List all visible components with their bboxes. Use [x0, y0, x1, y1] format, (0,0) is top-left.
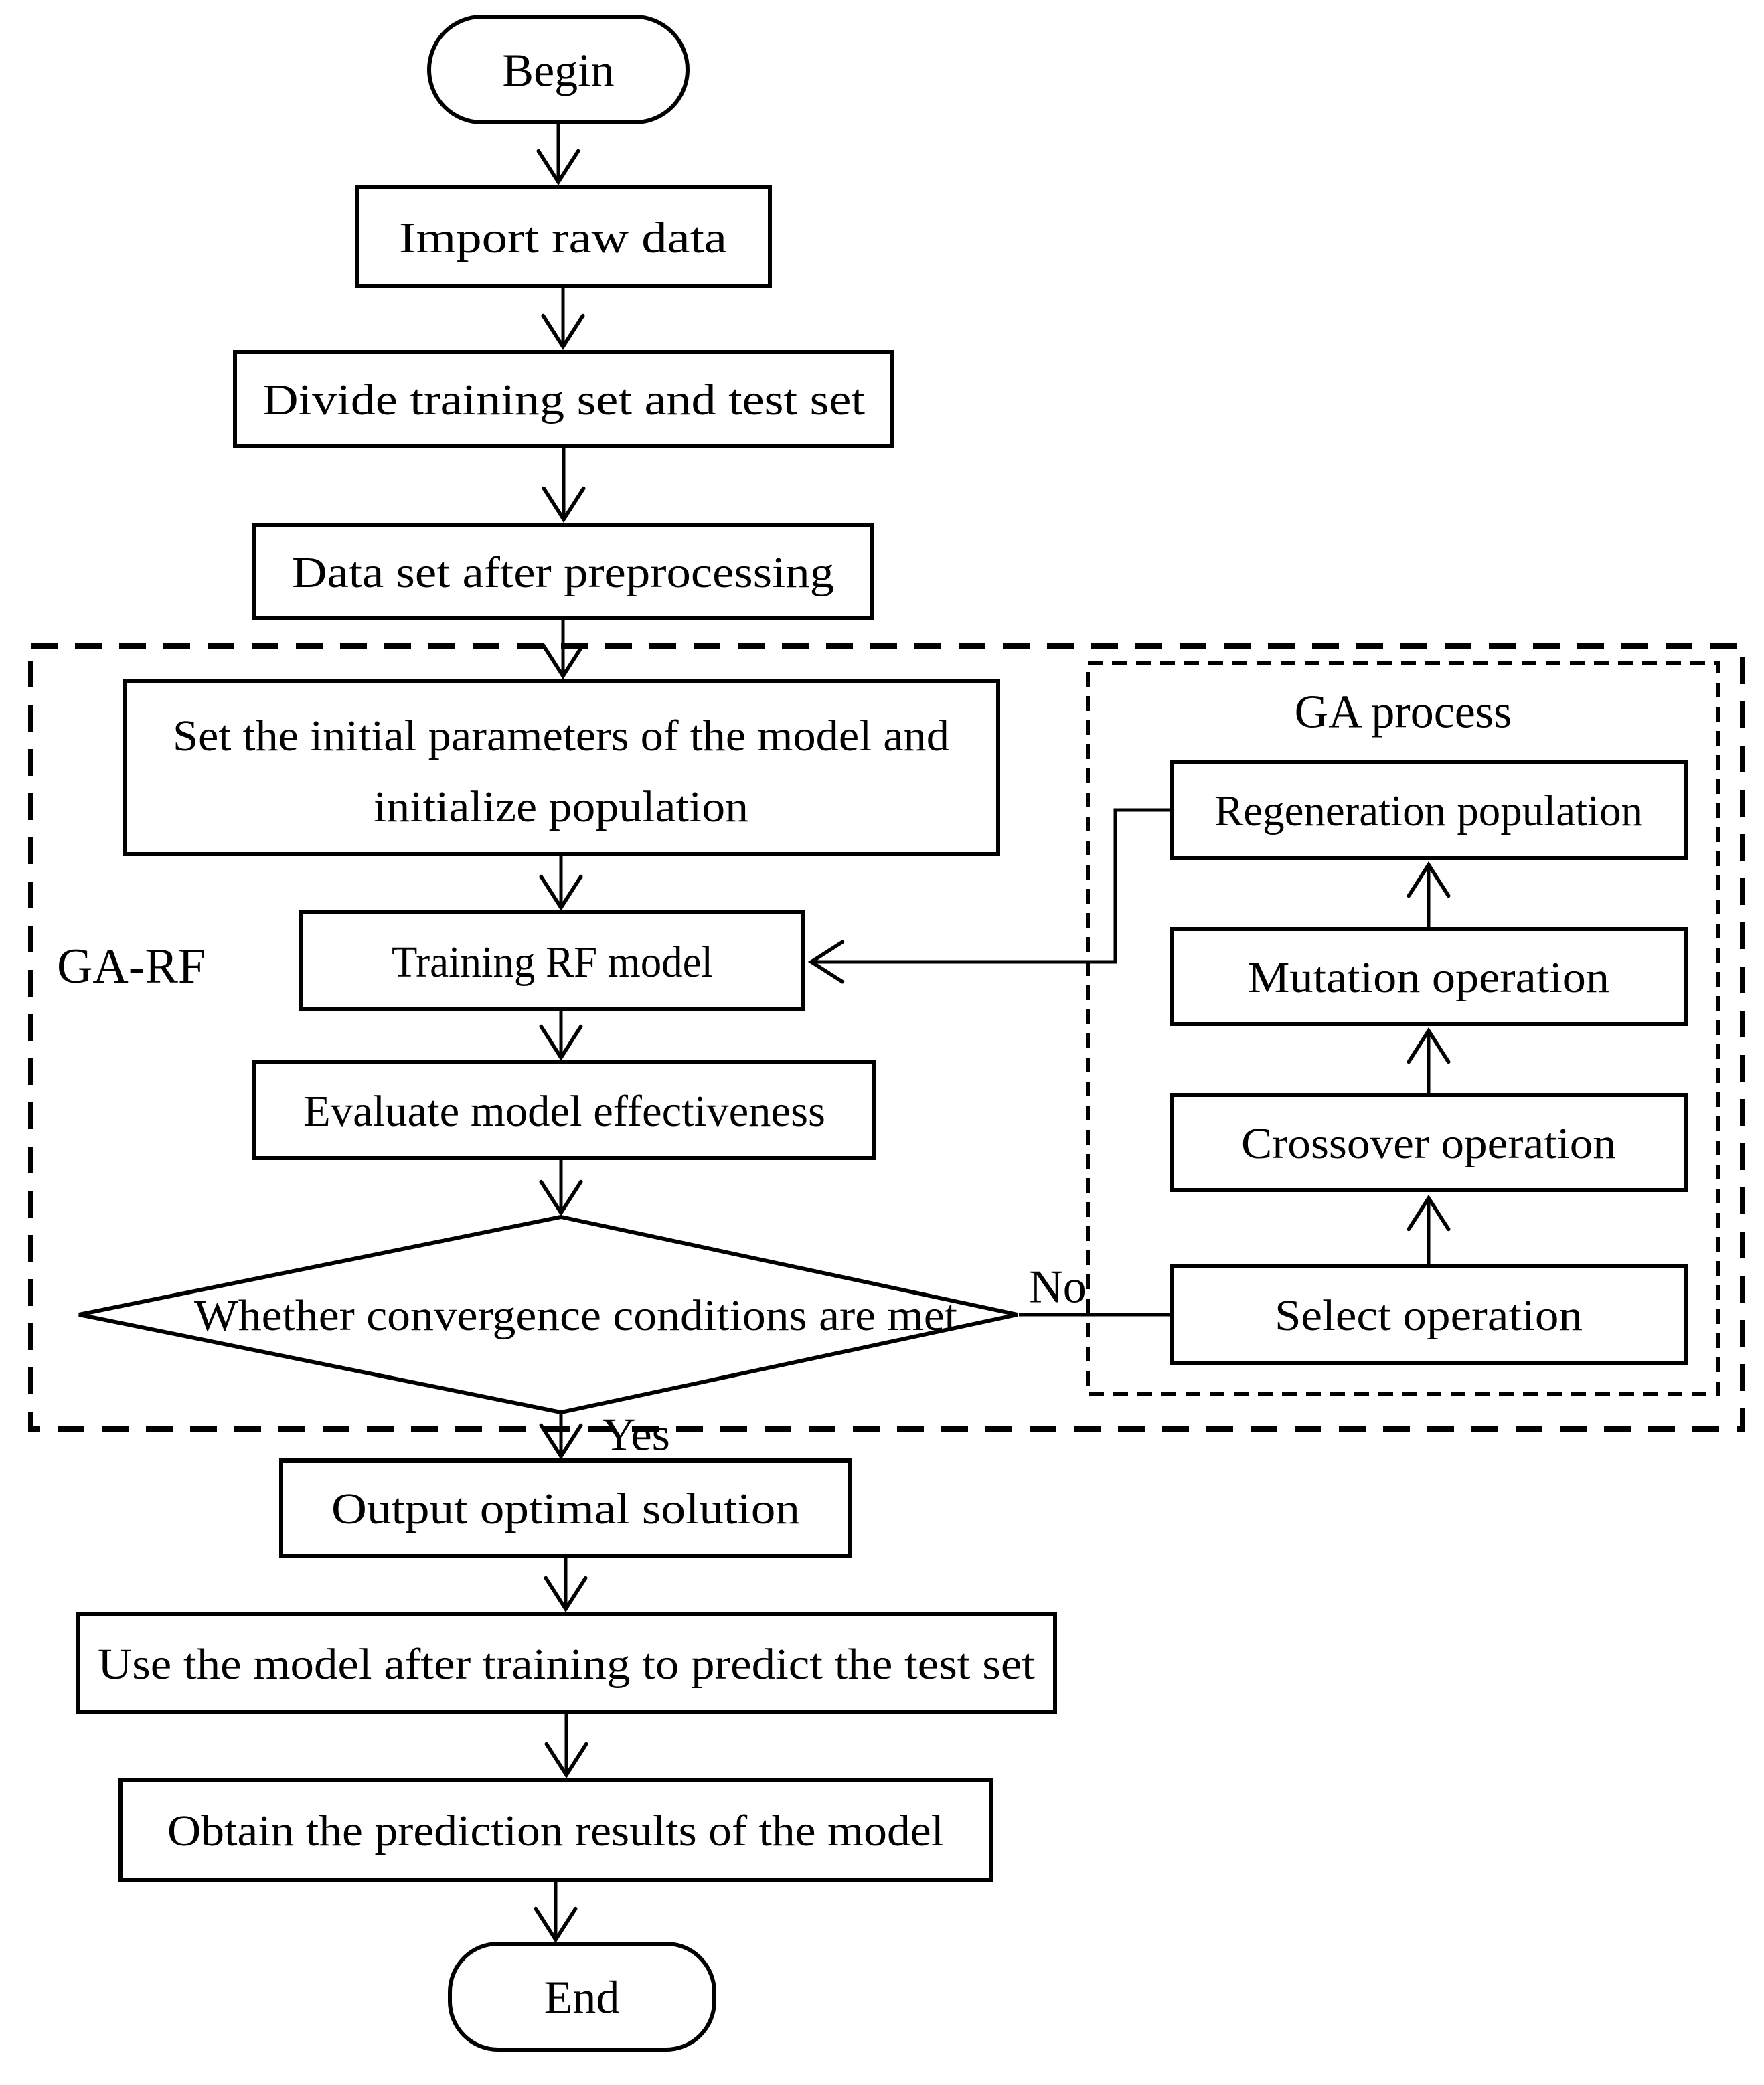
node-set-params	[123, 679, 1000, 856]
edge-label-no: No	[1029, 1262, 1087, 1313]
node-divide-sets	[233, 350, 894, 448]
node-divide-sets-label: Divide training set and test set	[262, 376, 865, 424]
node-begin	[427, 15, 690, 124]
node-training-rf	[299, 910, 805, 1011]
arrow-regeneration-to-training	[807, 808, 1172, 984]
node-training-rf-label: Training RF model	[392, 938, 713, 987]
node-obtain-results	[118, 1778, 993, 1882]
node-import-raw-data-label: Import raw data	[399, 214, 727, 262]
node-end	[448, 1942, 716, 2052]
node-preprocess	[252, 523, 874, 620]
node-crossover-operation-label: Crossover operation	[1241, 1119, 1616, 1168]
node-end-label: End	[544, 1973, 620, 2024]
node-begin-label: Begin	[502, 46, 614, 97]
ga-process-title: GA process	[1295, 687, 1512, 738]
container-ga-process	[1086, 661, 1720, 1396]
node-preprocess-label: Data set after preprocessing	[292, 548, 834, 597]
node-crossover-operation	[1170, 1093, 1688, 1192]
node-regeneration-population	[1170, 760, 1688, 860]
container-ga-rf	[28, 643, 1745, 1432]
edge-label-yes: Yes	[602, 1410, 670, 1461]
node-select-operation	[1170, 1264, 1688, 1365]
node-convergence-decision	[78, 1214, 1018, 1415]
node-set-params-label-line1: Set the initial parameters of the model …	[173, 712, 949, 760]
node-evaluate	[252, 1060, 876, 1160]
node-regeneration-population-label: Regeneration population	[1214, 786, 1643, 835]
node-set-params-label-line2: initialize population	[374, 782, 748, 831]
node-predict-test-label: Use the model after training to predict …	[98, 1640, 1035, 1689]
node-convergence-decision-label: Whether convergence conditions are met	[194, 1291, 957, 1340]
node-obtain-results-label: Obtain the prediction results of the mod…	[167, 1807, 944, 1855]
node-import-raw-data	[355, 185, 772, 288]
node-output-optimal	[279, 1458, 852, 1558]
node-mutation-operation-label: Mutation operation	[1248, 953, 1609, 1002]
node-select-operation-label: Select operation	[1275, 1291, 1583, 1340]
node-predict-test	[76, 1612, 1057, 1714]
node-mutation-operation	[1170, 927, 1688, 1026]
node-output-optimal-label: Output optimal solution	[331, 1485, 800, 1533]
ga-rf-container-label: GA-RF	[57, 939, 206, 994]
node-evaluate-label: Evaluate model effectiveness	[303, 1087, 825, 1136]
